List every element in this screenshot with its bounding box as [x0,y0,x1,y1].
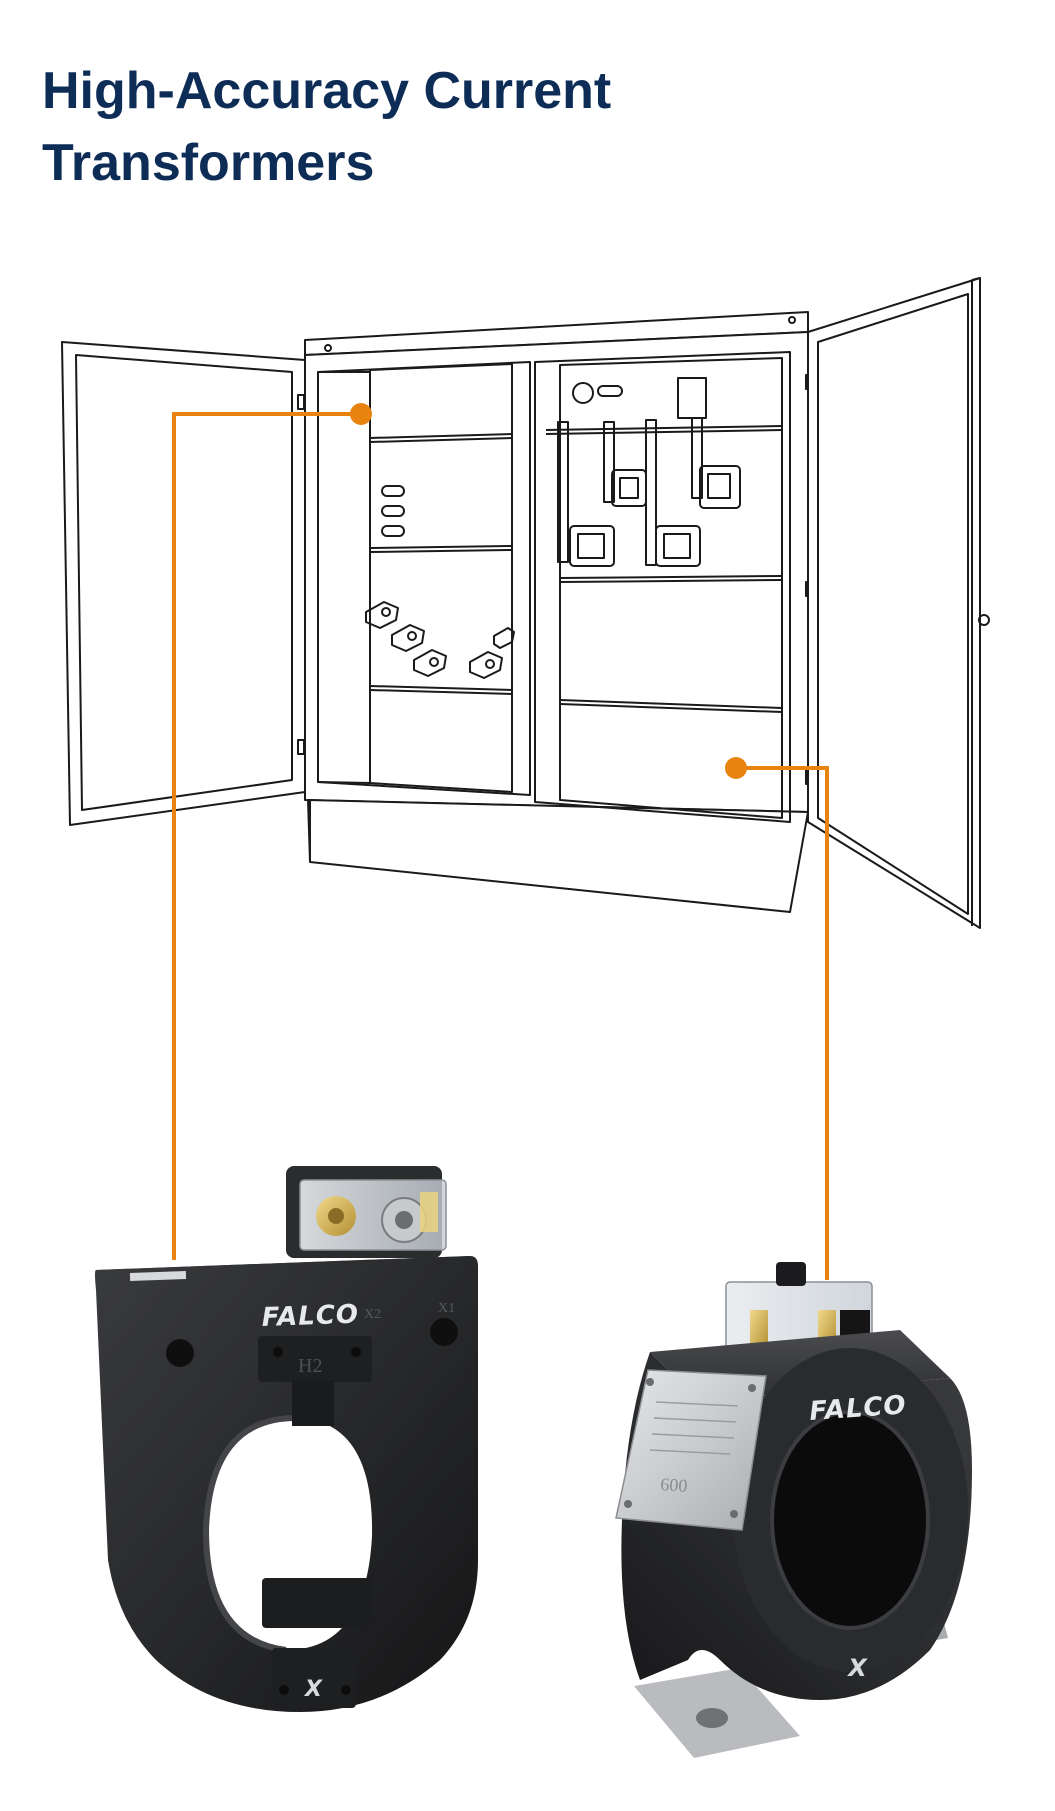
electrical-cabinet [61,277,990,929]
callout-lines [172,403,829,1280]
nameplate: 600 [615,1369,767,1531]
toroidal-aperture [772,1412,928,1628]
cabinet-busbars [557,417,741,567]
left-product-label-x1: X1 [438,1301,455,1316]
cabinet-right-door [807,277,990,929]
cabinet-lugs-left [365,601,515,679]
callout-dot-left [350,403,372,425]
left-product-label-h2: H2 [298,1355,322,1377]
logo-mark-right-icon: X [846,1654,868,1682]
page-title-line-2: Transformers [42,134,375,192]
right-product-brand: FALCO [808,1390,907,1427]
left-product-label-x2: X2 [364,1307,381,1322]
cabinet-body [304,311,815,913]
callout-dot-right [725,757,747,779]
toroidal-current-transformer: 600 FALCO X [615,1262,972,1758]
left-product-brand: FALCO [261,1300,359,1333]
page-title-line-1: High-Accuracy Current [42,62,612,120]
nameplate-value: 600 [660,1474,688,1496]
callout-line-right [736,766,829,1280]
logo-mark-icon: X [303,1677,323,1702]
split-core-current-transformer: X FALCO X2 X1 H2 [95,1166,478,1712]
callout-line-left [172,412,361,1260]
page-title: High-Accuracy Current Transformers [42,55,742,199]
split-core-body [95,1256,478,1712]
terminal-block [286,1166,447,1258]
